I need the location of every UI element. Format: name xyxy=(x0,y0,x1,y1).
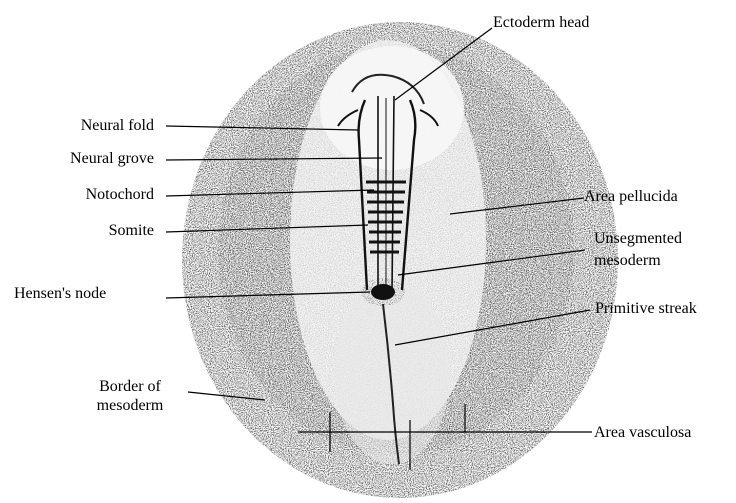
label-border-of-mesoderm-line1: Border of xyxy=(70,378,190,396)
label-somite: Somite xyxy=(40,222,154,240)
label-ectoderm-head: Ectoderm head xyxy=(493,14,589,32)
label-area-pellucida: Area pellucida xyxy=(584,188,678,206)
label-border-of-mesoderm-line2: mesoderm xyxy=(70,397,190,415)
posterior-region xyxy=(334,280,450,464)
label-neural-grove: Neural grove xyxy=(40,150,154,168)
label-unsegmented-mesoderm-line1: Unsegmented xyxy=(594,230,682,248)
label-neural-fold: Neural fold xyxy=(40,117,154,135)
label-area-vasculosa: Area vasculosa xyxy=(594,424,691,442)
label-notochord: Notochord xyxy=(40,186,154,204)
label-hensens-node: Hensen's node xyxy=(14,285,106,303)
label-unsegmented-mesoderm-line2: mesoderm xyxy=(594,252,661,270)
label-primitive-streak: Primitive streak xyxy=(595,300,697,318)
